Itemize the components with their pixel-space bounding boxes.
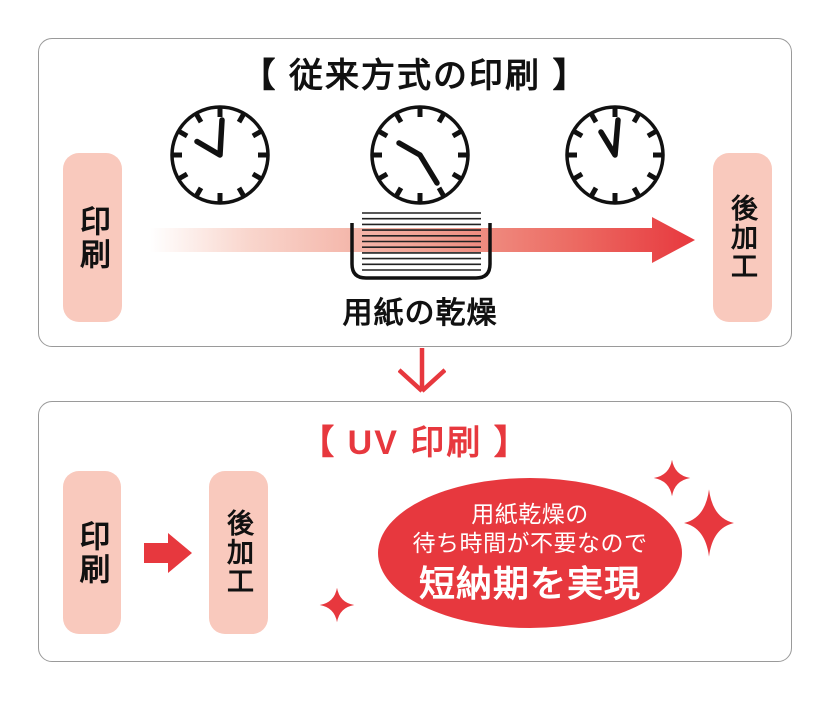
paper-stack-tray-icon [350, 212, 492, 280]
conventional-panel-title: 【 従来方式の印刷 】 [241, 57, 589, 95]
badge-line3: 短納期を実現 [418, 563, 641, 604]
gradient-flow-arrow-icon [150, 217, 695, 263]
badge-line2: 待ち時間が不要なので [412, 530, 648, 556]
sparkle-icon [684, 489, 734, 557]
print-step-label: 印刷 [75, 204, 110, 271]
postprocess-step-box: 後加工 [713, 153, 772, 322]
postprocess-step-label: 後加工 [727, 194, 757, 281]
down-arrow-icon [398, 348, 446, 393]
postprocess-step-label: 後加工 [223, 509, 253, 596]
uv-panel-title: 【 UV 印刷 】 [300, 424, 530, 462]
sparkle-icon [319, 587, 355, 623]
postprocess-step-box: 後加工 [209, 471, 268, 634]
short-delivery-badge: 用紙乾燥の 待ち時間が不要なので 短納期を実現 [378, 478, 682, 628]
print-step-box: 印刷 [63, 153, 122, 322]
right-arrow-icon [144, 533, 192, 573]
clock-icon [370, 105, 470, 205]
badge-line1: 用紙乾燥の [471, 501, 589, 527]
paper-drying-caption: 用紙の乾燥 [342, 297, 498, 330]
clock-icon [565, 105, 665, 205]
print-step-label: 印刷 [74, 519, 110, 586]
clock-icon [170, 105, 270, 205]
print-step-box: 印刷 [63, 471, 121, 634]
